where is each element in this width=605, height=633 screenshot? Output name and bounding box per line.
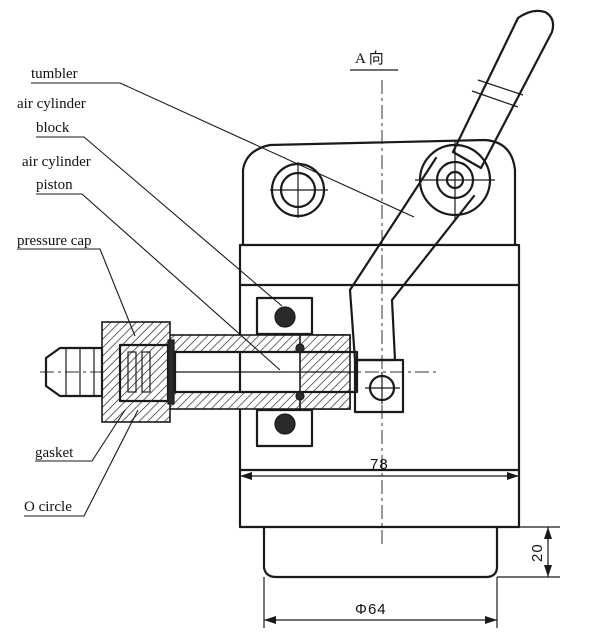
handle-ring-2 [471,90,519,108]
lower-bolt-head [255,408,314,448]
dim-20-arrow-bottom [544,565,552,577]
leader-gasket [35,409,126,462]
label-air-cylinder-piston-1: air cylinder [22,154,91,170]
lower-bolt [274,413,296,435]
leader-o-circle [24,409,139,517]
gasket [167,339,175,405]
tumbler-foot [353,358,405,414]
inlet-nipple [44,346,104,398]
upper-bolt-head [255,296,314,336]
upper-body-outline [241,138,517,247]
o-circle-bottom [295,391,305,401]
leader-air-cylinder-piston [36,193,281,371]
label-tumbler: tumbler [31,66,78,82]
label-pressure-cap: pressure cap [17,233,92,249]
label-o-circle: O circle [24,499,72,515]
dim-20-label: 20 [529,543,546,562]
upper-bolt [274,306,296,328]
label-gasket: gasket [35,445,74,461]
label-air-cylinder-piston-2: piston [36,177,73,193]
dim-78-arrow-left [240,472,252,480]
leader-air-cylinder-block [36,136,283,307]
base-boss [262,525,499,579]
label-air-cylinder-block-2: block [36,120,70,136]
o-circle-top [295,343,305,353]
lever-handle [451,9,555,170]
handle-ring-1 [477,79,524,96]
leader-pressure-cap [17,248,136,337]
dim-20-arrow-top [544,527,552,539]
cylinder-block [238,243,521,529]
leader-tumbler [31,82,415,218]
dim-64-arrow-left [264,616,276,624]
view-note: A 向 [355,50,384,67]
label-air-cylinder-block-1: air cylinder [17,96,86,112]
dim-64-arrow-right [485,616,497,624]
dim-64-label: Φ64 [355,601,387,618]
cap-inner-2 [141,351,151,393]
cap-inner-1 [127,351,137,393]
dim-78-label: 78 [370,456,389,473]
dim-78-arrow-right [507,472,519,480]
